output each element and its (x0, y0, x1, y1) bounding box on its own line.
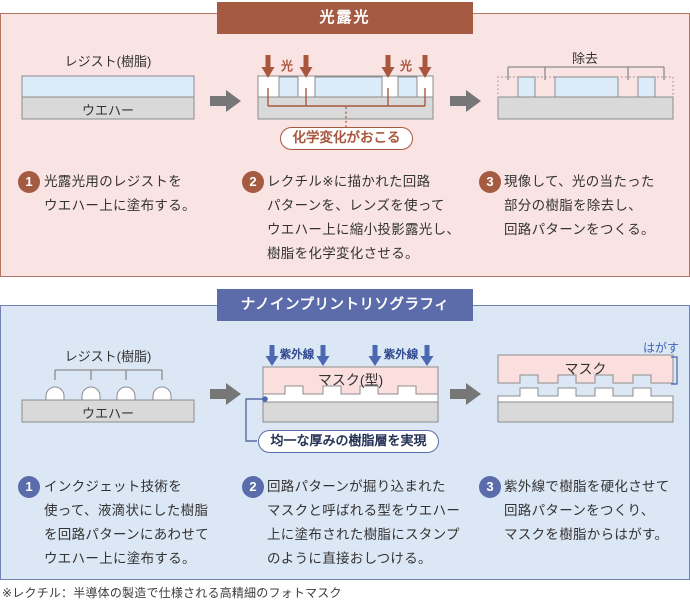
step-text-line: インクジェット技術を (44, 479, 182, 494)
step-text-line: 現像して、光の当たった (504, 174, 655, 189)
chemical-change-callout: 化学変化がおこる (280, 127, 413, 150)
step-text-line: マスクと呼ばれる型をウエハー (267, 503, 461, 518)
step-text-line: 回路パターンが掘り込まれた (267, 479, 446, 494)
light-label-right: 光 (399, 59, 412, 73)
step-number-badge: 1 (18, 171, 40, 193)
step-text: 紫外線で樹脂を硬化させて回路パターンをつくり、マスクを樹脂からはがす。 (504, 475, 670, 547)
step-number-badge: 3 (479, 171, 501, 193)
step-number-badge: 2 (242, 476, 264, 498)
step-text: インクジェット技術を使って、液滴状にした樹脂を回路パターンにあわせてウエハー上に… (44, 475, 209, 571)
step-text: 回路パターンが掘り込まれたマスクと呼ばれる型をウエハー上に塗布された樹脂にスタン… (267, 475, 460, 571)
step-text-line: のように直接おしつける。 (267, 551, 432, 566)
nanoimprint-title: ナノインプリントリソグラフィ (217, 289, 473, 321)
step-text-line: ウエハー上に塗布する。 (44, 198, 196, 213)
step-text-line: ウエハー上に縮小投影露光し、 (267, 222, 461, 237)
step-text-line: マスクを樹脂からはがす。 (504, 527, 669, 542)
step-text-line: 光露光用のレジストを (44, 174, 182, 189)
nano-resist-label: レジスト(樹脂) (64, 349, 152, 364)
step-text: 光露光用のレジストをウエハー上に塗布する。 (44, 170, 196, 218)
uv-label-left: 紫外線 (279, 349, 315, 361)
step-number-badge: 3 (479, 476, 501, 498)
uniform-resin-callout: 均一な厚みの樹脂層を実現 (258, 430, 439, 453)
step-text-line: 回路パターンをつくる。 (504, 222, 655, 237)
step-text-line: ウエハー上に塗布する。 (44, 551, 196, 566)
step-text: 現像して、光の当たった部分の樹脂を除去し、回路パターンをつくる。 (504, 170, 655, 242)
photolithography-title: 光露光 (217, 2, 473, 34)
step-text-line: パターンを、レンズを使って (267, 198, 445, 213)
mask-label: マスク (564, 361, 607, 377)
step-text-line: 樹脂を化学変化させる。 (267, 246, 419, 261)
nano-wafer-label: ウエハー (81, 406, 134, 421)
step-text-line: 紫外線で樹脂を硬化させて (504, 479, 670, 494)
removal-label: 除去 (571, 51, 598, 66)
step-text: レクチル※に描かれた回路パターンを、レンズを使ってウエハー上に縮小投影露光し、樹… (267, 170, 460, 266)
step-text-line: 上に塗布された樹脂にスタンプ (267, 527, 460, 542)
step-text-line: 回路パターンをつくり、 (504, 503, 655, 518)
light-label-left: 光 (280, 59, 293, 73)
step-text-line: 使って、液滴状にした樹脂 (44, 503, 209, 518)
peel-label: はがす (642, 341, 679, 355)
photo-resist-label: レジスト(樹脂) (64, 54, 152, 69)
step-text-line: レクチル※に描かれた回路 (267, 174, 431, 189)
mask-mold-label: マスク(型) (317, 372, 384, 388)
reticle-footnote: ※レクチル：半導体の製造で仕様される高精細のフォトマスク (2, 586, 342, 600)
uv-label-right: 紫外線 (383, 349, 419, 361)
step-number-badge: 1 (18, 476, 40, 498)
step-number-badge: 2 (242, 171, 264, 193)
photo-wafer-label: ウエハー (81, 103, 134, 118)
step-text-line: を回路パターンにあわせて (44, 527, 209, 542)
step-text-line: 部分の樹脂を除去し、 (504, 198, 642, 213)
